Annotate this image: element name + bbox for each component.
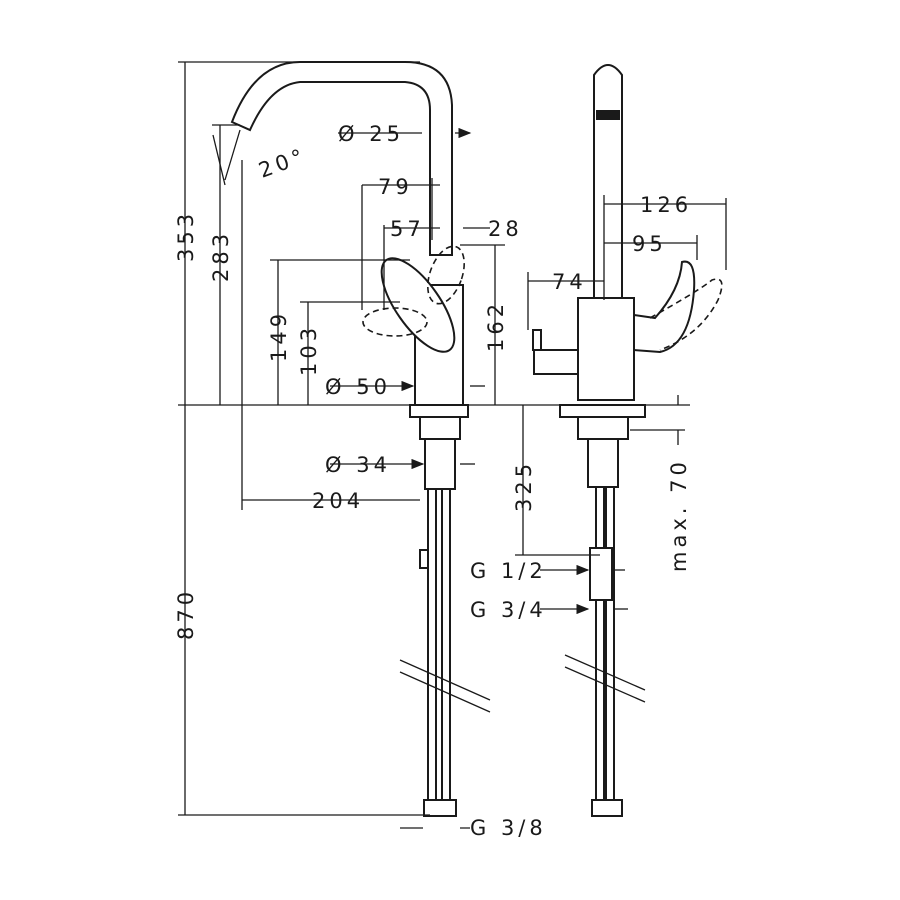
handle-rear-ghost [426, 245, 466, 305]
handle-front [633, 260, 696, 354]
dimension-lines [178, 61, 727, 829]
dim-hose-length: 870 [174, 588, 198, 640]
hose-right [441, 488, 451, 802]
break-marks-front [564, 654, 646, 703]
body-front [577, 297, 635, 401]
valve-pin [532, 329, 542, 351]
connector-front [589, 547, 613, 601]
break-marks [399, 659, 491, 713]
dim-handle-height: 149 [267, 310, 291, 362]
hose-front-right [605, 486, 615, 802]
dim-total-height: 353 [174, 210, 198, 262]
dim-thread-1: G 1/2 [470, 559, 547, 583]
hose-left [427, 488, 437, 802]
base-plate [409, 404, 469, 418]
dim-thread-2: G 3/4 [470, 598, 547, 622]
hose-fitting-front [591, 799, 623, 817]
dim-hose-thread: G 3/8 [470, 816, 547, 840]
hose-fitting [423, 799, 457, 817]
hose-front-left [595, 486, 605, 802]
spout-front [593, 64, 623, 301]
base-plate-front [559, 404, 646, 418]
dim-handle-rear-height: 162 [484, 300, 508, 352]
dim-spout-reach: 204 [312, 489, 364, 513]
dim-front-handle-reach: 95 [632, 232, 667, 256]
dim-handle-offset: 57 [390, 217, 425, 241]
dim-handle-rear: 28 [488, 217, 523, 241]
handle-front-ghost [649, 278, 723, 351]
dim-handle-pivot-height: 103 [297, 324, 321, 376]
front-view-faucet [532, 64, 723, 817]
dim-body-diameter: Ø 50 [325, 375, 391, 399]
dim-valve-offset: 74 [552, 270, 587, 294]
thread-front [577, 416, 629, 440]
dim-max-deck: max. 70 [667, 458, 691, 572]
dim-spout-diameter: Ø 25 [338, 122, 404, 146]
shank [424, 438, 456, 490]
aerator [596, 110, 620, 120]
thread [419, 416, 461, 440]
valve-knob [533, 349, 579, 375]
dim-shank-length: 325 [512, 460, 536, 512]
spout [230, 61, 453, 256]
dim-spout-height: 283 [209, 230, 233, 282]
handle-front-ghost [362, 307, 428, 337]
dim-front-handle-span: 126 [640, 193, 692, 217]
clip [419, 549, 429, 569]
dim-handle-reach: 79 [378, 175, 413, 199]
side-view-faucet [230, 61, 491, 817]
dim-angle: 20° [256, 143, 310, 182]
shank-front [587, 438, 619, 488]
dim-shank-diameter: Ø 34 [325, 453, 391, 477]
